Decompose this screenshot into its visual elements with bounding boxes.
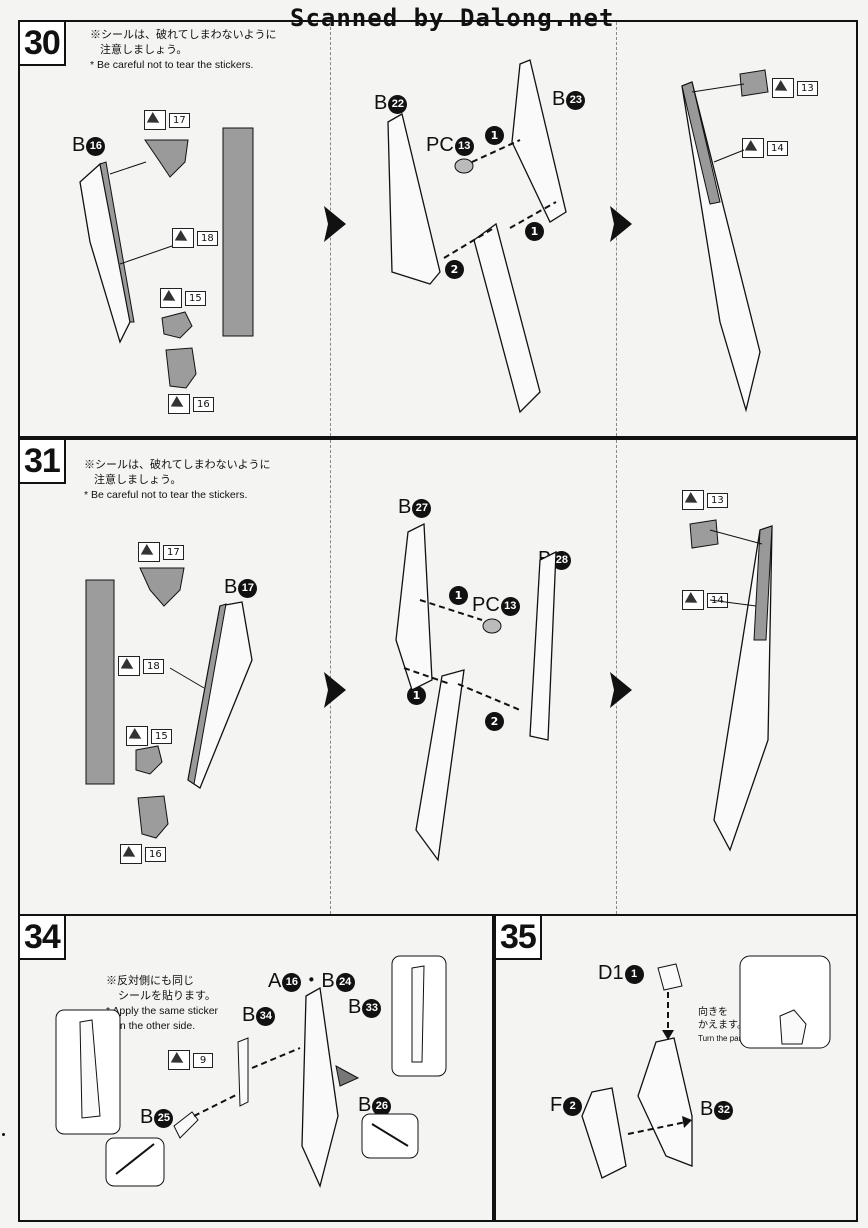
sticker-18: 18: [118, 656, 164, 676]
step-number: 35: [496, 916, 542, 960]
column-divider: [330, 440, 331, 914]
order-marker-1: 1: [485, 126, 504, 145]
sticker-icon: [160, 288, 182, 308]
sticker-icon: [138, 542, 160, 562]
sticker-icon: [144, 110, 166, 130]
step-flow-arrow: [324, 206, 346, 242]
step35-drawing: [581, 955, 831, 1179]
sticker-9: 9: [168, 1050, 213, 1070]
sticker-note: ※シールは、破れてしまわないように 注意しましょう。 * Be careful …: [84, 459, 271, 501]
sticker-note: ※反対側にも同じ シールを貼ります。 * Apply the same stic…: [106, 975, 219, 1032]
sticker-icon: [772, 78, 794, 98]
sticker-icon: [682, 590, 704, 610]
sticker-16: 16: [168, 394, 214, 414]
order-marker-2: 2: [485, 712, 504, 731]
step-number: 34: [20, 916, 66, 960]
order-marker-1: 1: [525, 222, 544, 241]
step-number: 30: [20, 22, 66, 66]
sticker-15: 15: [126, 726, 172, 746]
order-marker-1: 1: [449, 586, 468, 605]
step-flow-arrow: [610, 206, 632, 242]
step30-col3-drawing: [681, 69, 769, 413]
step31-col1-drawing: [85, 567, 253, 839]
turn-parts-note: 向きを かえます。 Turn the parts.: [698, 1007, 750, 1043]
sticker-icon: [126, 726, 148, 746]
step-31-panel: 31 ※シールは、破れてしまわないように 注意しましょう。 * Be caref…: [18, 438, 858, 916]
sticker-note: ※シールは、破れてしまわないように 注意しましょう。 * Be careful …: [90, 29, 277, 71]
sticker-icon: [682, 490, 704, 510]
sticker-14: 14: [742, 138, 788, 158]
sticker-15: 15: [160, 288, 206, 308]
sticker-13: 13: [772, 78, 818, 98]
step-flow-arrow: [610, 672, 632, 708]
order-marker-2: 2: [445, 260, 464, 279]
step-flow-arrow: [324, 672, 346, 708]
step30-col2-drawing: [387, 59, 567, 414]
step34-drawing: [55, 955, 447, 1188]
sticker-icon: [118, 656, 140, 676]
sticker-13: 13: [682, 490, 728, 510]
step-number: 31: [20, 440, 66, 484]
watermark: Scanned by Dalong.net: [290, 4, 615, 32]
step31-col3-drawing: [689, 519, 773, 852]
sticker-16: 16: [120, 844, 166, 864]
step30-col1-drawing: [79, 127, 254, 389]
sticker-icon: [168, 1050, 190, 1070]
margin-dot: [2, 1133, 5, 1136]
sticker-icon: [168, 394, 190, 414]
sticker-icon: [172, 228, 194, 248]
step31-col2-drawing: [395, 522, 557, 862]
sticker-18: 18: [172, 228, 218, 248]
column-divider: [616, 440, 617, 914]
sticker-17: 17: [144, 110, 190, 130]
sticker-icon: [742, 138, 764, 158]
step-34-panel: 34 ※反対側にも同じ シールを貼ります。 * Apply the same s…: [18, 914, 494, 1222]
sticker-14: 14: [682, 590, 728, 610]
sticker-icon: [120, 844, 142, 864]
step-30-panel: 30 ※シールは、破れてしまわないように 注意しましょう。 * Be caref…: [18, 20, 858, 438]
sticker-17: 17: [138, 542, 184, 562]
